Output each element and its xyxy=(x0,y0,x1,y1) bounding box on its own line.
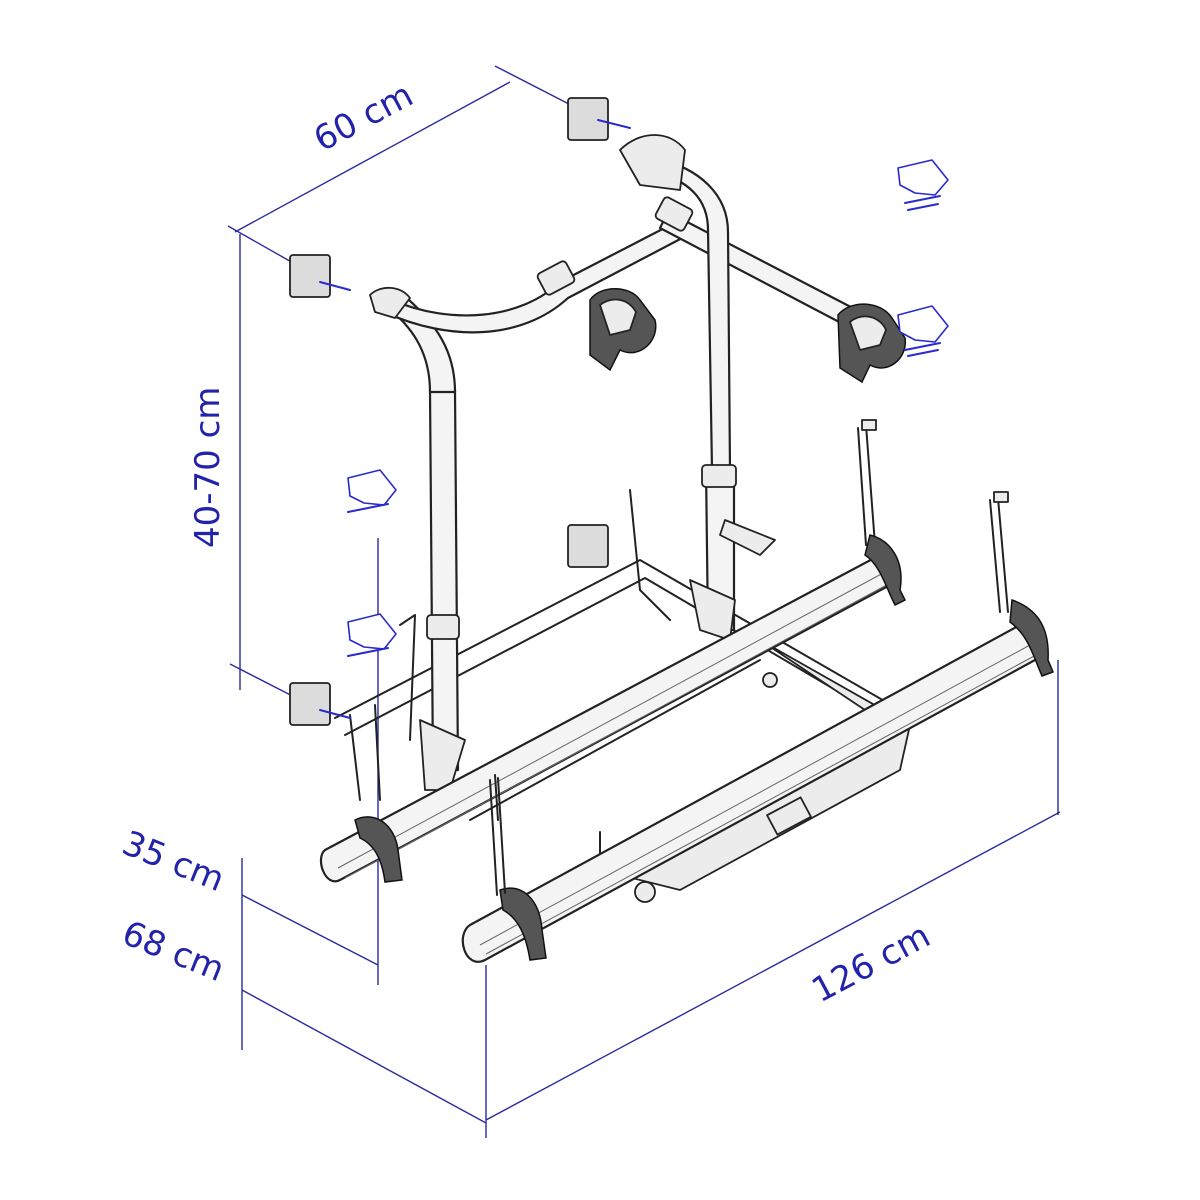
bike-carrier-drawing xyxy=(289,97,1054,963)
dimension-length-label: 126 cm xyxy=(805,916,936,1011)
upper-frame xyxy=(289,97,874,772)
rear-rail xyxy=(319,419,907,883)
dimension-width-label: 60 cm xyxy=(307,75,419,160)
front-rail xyxy=(461,491,1054,963)
dimension-lines xyxy=(227,65,1061,1138)
frame-holders xyxy=(369,286,906,556)
dimension-depth-top-label: 35 cm xyxy=(117,823,230,900)
dimension-height-label: 40-70 cm xyxy=(188,387,228,548)
wall-brackets xyxy=(319,119,949,719)
dimension-depth-bottom-label: 68 cm xyxy=(117,913,230,990)
ratchet-arms xyxy=(349,489,736,801)
